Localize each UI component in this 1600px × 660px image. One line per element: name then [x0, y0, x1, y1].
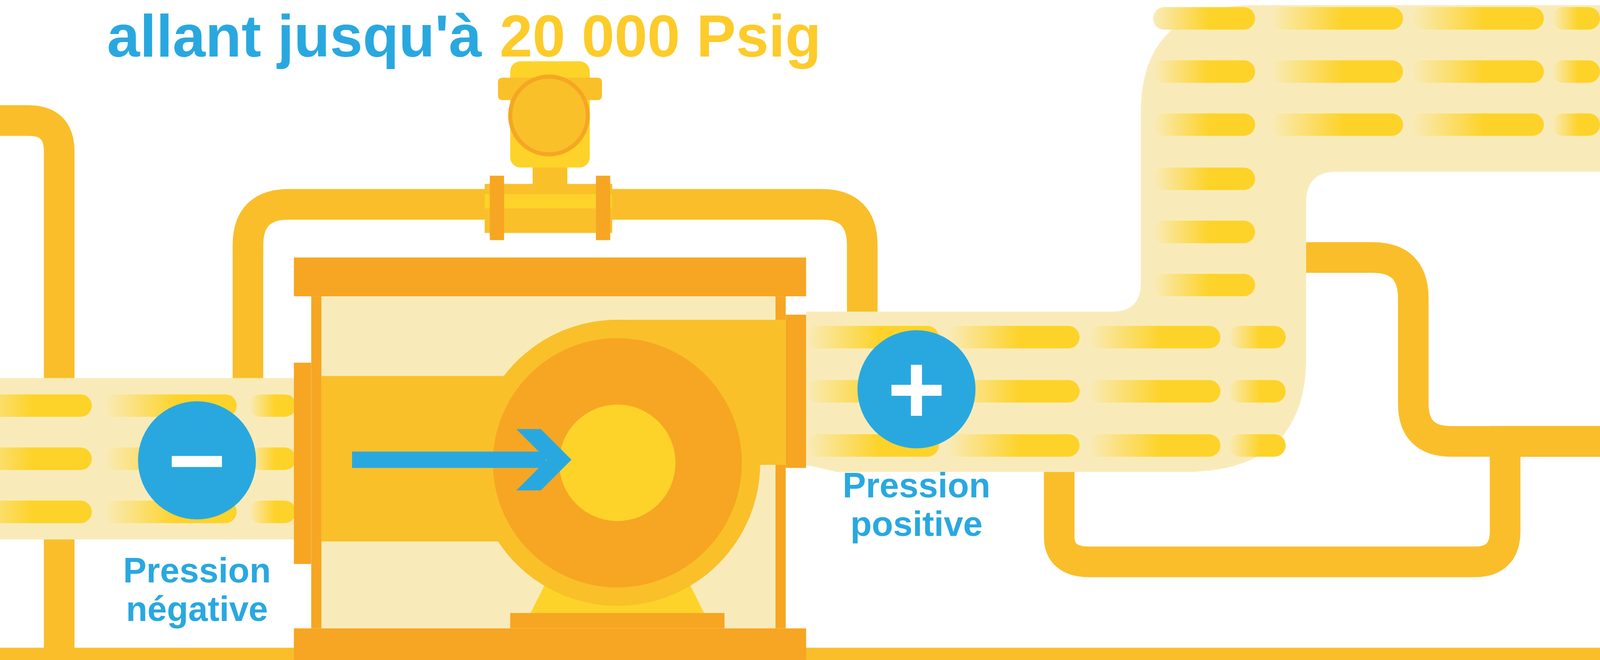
pump-frame: [294, 257, 806, 297]
flow-dash: [947, 434, 1080, 457]
pressure-circle: −: [138, 401, 256, 519]
flow-dash: [1411, 60, 1544, 83]
flow-dash: [1228, 325, 1286, 348]
pressure-label: Pression positive: [826, 466, 1007, 543]
flow-dash: [1270, 7, 1403, 30]
pressure-sign: +: [887, 339, 946, 439]
heading: allant jusqu'à 20 000 Psig: [107, 4, 821, 69]
flow-dash: [947, 325, 1080, 348]
pressure-value: 20 000 Psig: [499, 4, 821, 69]
flow-dash: [1552, 60, 1600, 83]
pipe: [44, 531, 75, 660]
impeller: [559, 404, 676, 521]
pressure-label: Pression négative: [107, 551, 287, 628]
flow-dash: [1153, 7, 1255, 30]
flow-dash: [1088, 380, 1221, 403]
flow-dash: [249, 394, 296, 417]
flow-dash: [1552, 113, 1600, 136]
outlet-flow: [806, 5, 1600, 472]
pressure-sign: −: [168, 410, 227, 510]
flow-dash: [1411, 7, 1544, 30]
flow-dashes: [0, 7, 1600, 523]
flow-dash: [1153, 220, 1255, 243]
flow-dash: [1552, 7, 1600, 30]
flow-dash: [1153, 60, 1255, 83]
flow-dash: [1411, 113, 1544, 136]
pump-base: [510, 612, 725, 628]
flow-dash: [1270, 113, 1403, 136]
pressure-marker: + Pression positive: [826, 330, 1007, 543]
flange: [294, 362, 312, 564]
pump-frame: [311, 296, 321, 628]
pressure-marker: − Pression négative: [107, 401, 287, 628]
pressure-circle: +: [857, 330, 976, 448]
flow-arrow: [352, 429, 572, 491]
title: allant jusqu'à: [107, 4, 482, 69]
flow-dash: [1153, 273, 1255, 296]
flow-dash: [0, 447, 92, 470]
flow-dash: [1153, 167, 1255, 190]
flow-dash: [1270, 60, 1403, 83]
flow-dash: [249, 500, 296, 523]
flow-dash: [1088, 434, 1221, 457]
pipes: [0, 120, 1600, 660]
pipe: [1296, 257, 1600, 442]
flow-dash: [1228, 380, 1286, 403]
pump-frame: [294, 628, 806, 660]
flange: [785, 314, 806, 468]
flow-dash: [1088, 325, 1221, 348]
flow-dash: [1228, 434, 1286, 457]
flow-dash: [0, 394, 92, 417]
pipe: [0, 120, 59, 388]
flow-dash: [0, 500, 92, 523]
flow-meter: [484, 61, 612, 240]
flow-dash: [1153, 113, 1255, 136]
flow-dash: [249, 447, 296, 470]
